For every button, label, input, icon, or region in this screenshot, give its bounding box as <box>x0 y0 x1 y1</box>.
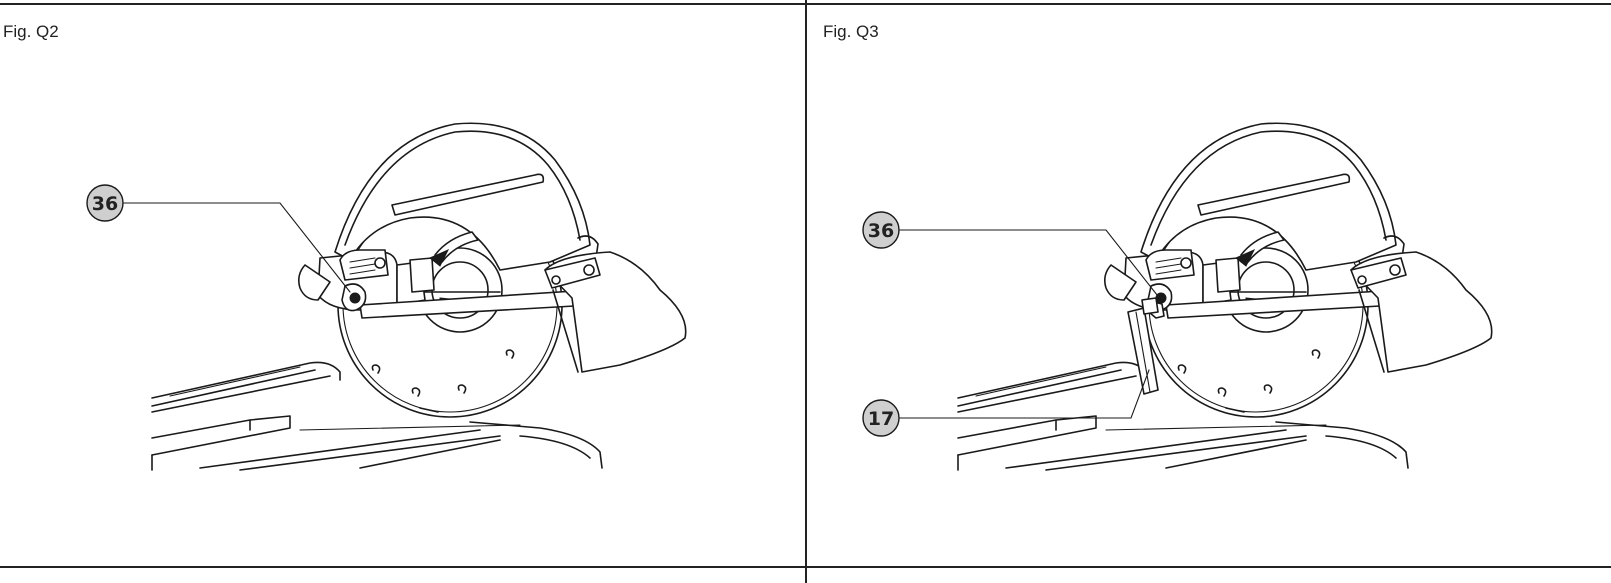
callout-36: 36 <box>86 184 351 293</box>
rail-table <box>151 361 603 471</box>
saw-illustration-q3: 36 17 <box>862 122 1493 471</box>
figure-panel-q3: Fig. Q3 <box>806 0 1611 583</box>
callout-36: 36 <box>862 211 1162 301</box>
callout-17-label: 17 <box>868 408 894 430</box>
panel-divider <box>805 0 807 583</box>
callout-36-label: 36 <box>92 193 118 215</box>
hex-wrench <box>1127 297 1165 395</box>
motor-arm <box>298 231 593 319</box>
saw-illustration-q2: 36 <box>86 122 687 471</box>
figure-panel-q2: Fig. Q2 <box>0 0 805 583</box>
callout-17: 17 <box>862 369 1150 437</box>
rail-table <box>957 361 1409 471</box>
callout-36-label: 36 <box>868 220 894 242</box>
side-flap <box>544 251 687 373</box>
blade-guard <box>1140 122 1405 271</box>
figure-label: Fig. Q2 <box>3 22 59 41</box>
blade-guard <box>334 122 599 271</box>
figure-label: Fig. Q3 <box>823 22 879 41</box>
side-flap <box>1350 251 1493 373</box>
